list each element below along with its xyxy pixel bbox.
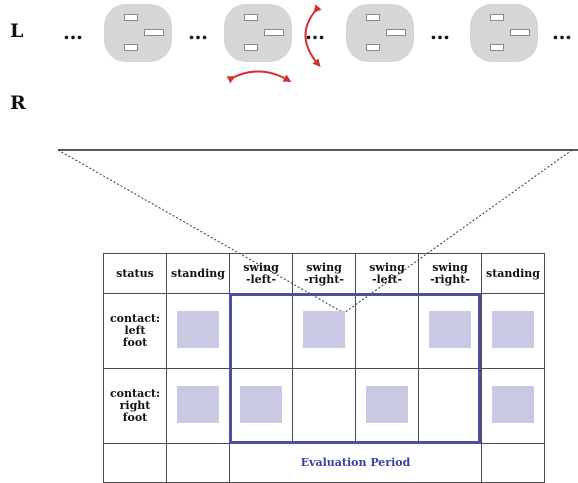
table-cell: [481, 293, 545, 369]
contact-mark: [492, 311, 534, 348]
ellipsis: …: [430, 20, 451, 44]
ellipsis: …: [305, 20, 326, 44]
ellipsis: …: [63, 20, 84, 44]
contact-mark: [177, 311, 219, 348]
column-header: standing: [166, 253, 230, 294]
foot-sole-icon: [470, 4, 538, 62]
table-footer-row: Evaluation Period: [103, 443, 545, 483]
table-row-right-foot: contact: right foot: [103, 368, 545, 444]
foot-sole-icon: [346, 4, 414, 62]
table-cell: [166, 368, 230, 444]
ellipsis: …: [552, 20, 573, 44]
contact-mark: [492, 386, 534, 423]
table-cell: [229, 293, 293, 369]
table-cell: [481, 368, 545, 444]
table-header-row: status standing swing -left- swing -righ…: [103, 253, 545, 294]
contact-mark: [366, 386, 408, 423]
foot-sole-icon: [104, 4, 172, 62]
table-cell: [481, 443, 545, 483]
rotation-arrow-icon: [226, 70, 292, 84]
column-header: swing -left-: [229, 253, 293, 294]
table-cell: [103, 443, 167, 483]
table-cell: [166, 293, 230, 369]
contact-mark: [240, 386, 282, 423]
table-row-left-foot: contact: left foot: [103, 293, 545, 369]
table-cell: [166, 443, 230, 483]
row-label-right: R: [10, 92, 26, 114]
contact-mark: [177, 386, 219, 423]
table-cell: [355, 293, 419, 369]
ellipsis: …: [188, 20, 209, 44]
table-cell: [355, 368, 419, 444]
column-header-status: status: [103, 253, 167, 294]
column-header: swing -left-: [355, 253, 419, 294]
contact-table: status standing swing -left- swing -righ…: [103, 253, 545, 483]
row-header: contact: left foot: [103, 293, 167, 369]
contact-mark: [303, 311, 345, 348]
column-header: swing -right-: [418, 253, 482, 294]
table-cell: [418, 368, 482, 444]
table-cell: [292, 293, 356, 369]
row-label-left: L: [10, 20, 24, 42]
table-cell: [229, 368, 293, 444]
column-header: standing: [481, 253, 545, 294]
evaluation-period-label: Evaluation Period: [229, 443, 482, 483]
table-cell: [418, 293, 482, 369]
contact-mark: [429, 311, 471, 348]
column-header: swing -right-: [292, 253, 356, 294]
table-cell: [292, 368, 356, 444]
row-header: contact: right foot: [103, 368, 167, 444]
foot-sole-icon: [224, 4, 292, 62]
